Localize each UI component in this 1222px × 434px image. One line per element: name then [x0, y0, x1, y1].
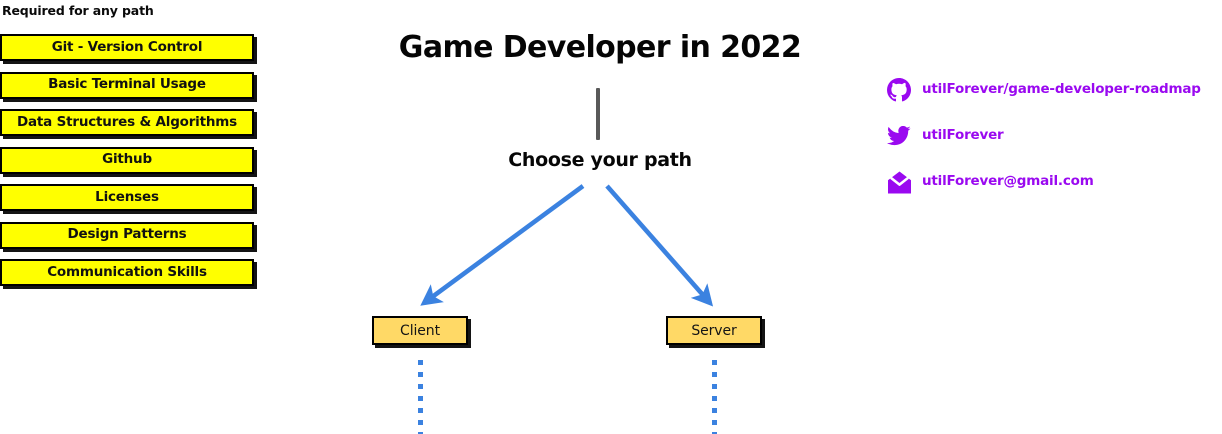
- roadmap-diagram: Game Developer in 2022 Choose your path …: [300, 0, 900, 434]
- required-item-communication-skills[interactable]: Communication Skills: [0, 259, 254, 286]
- arrow-to-client: [420, 184, 585, 306]
- required-items-list: Git - Version Control Basic Terminal Usa…: [0, 34, 262, 297]
- required-item-data-structures[interactable]: Data Structures & Algorithms: [0, 109, 254, 136]
- required-item-git[interactable]: Git - Version Control: [0, 34, 254, 61]
- dotted-stem-client: [418, 360, 423, 434]
- page-title: Game Developer in 2022: [398, 30, 802, 65]
- dotted-stem-server: [712, 360, 717, 434]
- contact-link-twitter[interactable]: utilForever: [886, 122, 1222, 150]
- contact-link-email[interactable]: utilForever@gmail.com: [886, 168, 1222, 196]
- node-client[interactable]: Client: [372, 316, 468, 345]
- github-icon: [886, 77, 912, 103]
- twitter-icon: [886, 123, 912, 149]
- required-section-heading: Required for any path: [2, 3, 154, 18]
- required-item-label: Communication Skills: [47, 263, 207, 280]
- contact-label: utilForever@gmail.com: [922, 173, 1094, 190]
- required-item-label: Git - Version Control: [51, 38, 203, 55]
- required-item-licenses[interactable]: Licenses: [0, 184, 254, 211]
- required-item-label: Data Structures & Algorithms: [17, 113, 237, 130]
- node-label: Client: [400, 322, 440, 339]
- contact-link-github[interactable]: utilForever/game-developer-roadmap: [886, 76, 1222, 104]
- required-for-any-path-panel: Required for any path Git - Version Cont…: [0, 0, 270, 286]
- required-item-label: Basic Terminal Usage: [48, 76, 206, 93]
- contact-label: utilForever/game-developer-roadmap: [922, 81, 1201, 98]
- required-item-design-patterns[interactable]: Design Patterns: [0, 221, 254, 249]
- node-label: Server: [691, 322, 737, 339]
- required-item-terminal[interactable]: Basic Terminal Usage: [0, 71, 254, 99]
- choose-your-path-label: Choose your path: [508, 149, 692, 171]
- email-icon: [886, 169, 912, 195]
- required-item-label: Licenses: [95, 188, 159, 205]
- trunk-connector-line: [596, 88, 600, 140]
- node-server[interactable]: Server: [666, 316, 762, 345]
- contact-links-panel: utilForever/game-developer-roadmap utilF…: [886, 76, 1222, 214]
- required-item-label: Design Patterns: [67, 226, 187, 243]
- arrow-to-server: [605, 184, 714, 307]
- required-item-github[interactable]: Github: [0, 146, 254, 174]
- contact-label: utilForever: [922, 127, 1004, 144]
- required-item-label: Github: [102, 151, 152, 168]
- branch-arrows: [420, 184, 714, 307]
